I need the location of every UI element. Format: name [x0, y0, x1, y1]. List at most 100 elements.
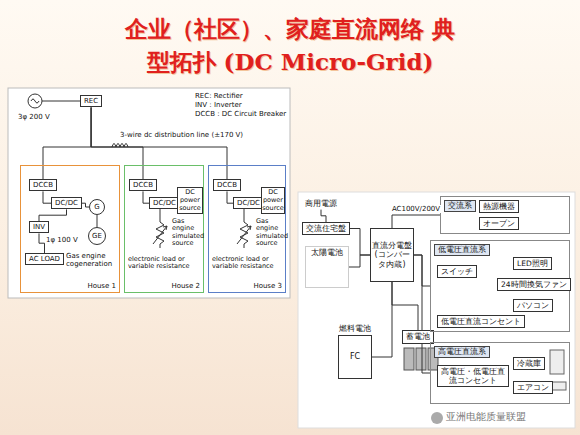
- house-region: House 1 DCCB DC/DC INV AC LOAD G GE: [20, 165, 120, 293]
- device-box: 交流住宅盤: [302, 222, 350, 235]
- node-text: DC power source: [179, 189, 201, 212]
- device-box: DCCB: [129, 179, 157, 191]
- annotation-label: 3-wire dc distribution line (±170 V): [120, 131, 243, 139]
- node-text: スイッチ: [441, 267, 473, 276]
- device-box: DCCB: [29, 179, 57, 191]
- device-box: DC/DC: [149, 197, 180, 209]
- slide-title: 企业（社区）、家庭直流网络 典型拓扑 (DC Micro-Grid): [115, 12, 465, 78]
- node-text: DC/DC: [153, 199, 176, 207]
- device-box: INV: [29, 221, 49, 233]
- node-text: エアコン: [517, 383, 549, 392]
- node-text: 太陽電池: [311, 248, 343, 258]
- node-text: DC power source: [262, 189, 284, 212]
- node-text: INV: [33, 223, 45, 231]
- machine-circle: GE: [88, 227, 106, 245]
- device-box: スイッチ: [437, 265, 477, 278]
- source-wire: [42, 101, 80, 102]
- ac-source-symbol: [28, 94, 42, 108]
- node-text: オーブン: [483, 219, 515, 228]
- source-node: 商用電源: [302, 198, 340, 210]
- annotation-label: 3φ 200 V: [18, 113, 50, 121]
- device-box: DCCB: [213, 179, 241, 191]
- inductor-symbol: [112, 144, 128, 148]
- node-heading: House 1: [87, 282, 116, 290]
- device-box: LED照明: [513, 257, 552, 270]
- system-region: 低電圧直流系スイッチ LED照明 24時間換気ファンパソコン低電圧直流コンセント: [430, 240, 570, 332]
- node-heading: 低電圧直流系: [434, 244, 490, 256]
- node-text: 24時間換気ファン: [501, 280, 567, 289]
- wire-connector: [372, 282, 392, 357]
- wire-connector: [414, 255, 430, 373]
- node-text: REC: [84, 97, 98, 105]
- wire-connector: [82, 203, 89, 207]
- device-box: 熱源機器: [479, 200, 519, 213]
- node-text: 蓄電池: [406, 332, 430, 342]
- node-heading: House 3: [253, 282, 282, 290]
- wire-connector: [39, 233, 45, 253]
- device-box: REC: [80, 95, 102, 107]
- load-wire: [244, 209, 245, 222]
- annotation-label: 1φ 100 V: [46, 236, 78, 244]
- variable-arrow: [237, 226, 251, 244]
- wire-connector: [43, 107, 91, 179]
- node-text: パソコン: [517, 301, 549, 310]
- device-box: DC/DC: [233, 197, 264, 209]
- device-box: エアコン: [513, 381, 553, 394]
- node-heading: 高電圧直流系: [434, 346, 490, 358]
- watermark: 亚洲电能质量联盟: [446, 411, 526, 423]
- device-box: DC/DC: [51, 197, 82, 209]
- wire-connector: [350, 229, 370, 256]
- wire-connector: [43, 191, 51, 203]
- wire-connector: [392, 215, 440, 228]
- device-box: 冷蔵庫: [513, 357, 545, 370]
- left-panel: [8, 88, 290, 298]
- node-heading: 燃料電池: [339, 324, 371, 334]
- device-box: DC power source: [261, 187, 285, 214]
- node-text: 冷蔵庫: [517, 359, 541, 368]
- load-wire: [160, 209, 161, 222]
- device-box: 高電圧・低電圧直流コンセント: [437, 365, 509, 387]
- node-text: 直流分電盤 (コンバータ内蔵): [372, 241, 412, 270]
- variable-arrow: [153, 226, 167, 244]
- ac-source-wave: [31, 99, 39, 103]
- fuel-cell-box: 燃料電池FC: [338, 335, 372, 379]
- node-text: 商用電源: [305, 199, 337, 209]
- node-heading: House 2: [171, 282, 200, 290]
- wire-connector: [349, 255, 370, 267]
- machine-circle: G: [89, 199, 105, 215]
- node-text: FC: [350, 352, 360, 362]
- wire-connector: [91, 107, 227, 179]
- node-text: DCCB: [133, 181, 153, 189]
- node-text: AC LOAD: [29, 255, 60, 263]
- node-text: DCCB: [33, 181, 53, 189]
- wire-connector: [392, 282, 418, 330]
- annotation-label: Gas engine simulated source: [256, 218, 285, 248]
- annotation-label: DCCB : DC Circuit Breaker: [195, 110, 286, 118]
- device-box: AC LOAD: [25, 253, 64, 265]
- annotation-label: INV : Inverter: [195, 101, 242, 109]
- device-box: DC power source: [177, 187, 203, 214]
- system-region: 交流系熱源機器オーブン: [440, 196, 570, 234]
- solar-panel-box: 太陽電池: [305, 246, 349, 288]
- wire-connector: [321, 210, 326, 222]
- annotation-label: electronic load or variable resistance: [128, 256, 200, 271]
- battery-drawing: [404, 348, 414, 370]
- node-heading: 交流系: [444, 200, 476, 212]
- node-text: 交流住宅盤: [306, 224, 346, 233]
- device-box: オーブン: [479, 217, 519, 230]
- node-text: DC/DC: [237, 199, 260, 207]
- system-region: 高電圧直流系冷蔵庫エアコン 高電圧・低電圧直流コンセント: [430, 342, 570, 404]
- node-text: 低電圧直流コンセント: [441, 317, 521, 326]
- node-text: DCCB: [217, 181, 237, 189]
- battery-drawing: [416, 348, 426, 370]
- fridge-drawing: [550, 350, 564, 374]
- wire-connector: [91, 107, 143, 179]
- node-text: GE: [92, 232, 102, 240]
- node-text: G: [94, 203, 99, 211]
- annotation-label: electronic load or variable resistance: [212, 256, 282, 271]
- wire-connector: [39, 209, 67, 221]
- node-text: 高電圧・低電圧直流コンセント: [439, 367, 507, 385]
- node-text: DC/DC: [55, 199, 78, 207]
- node-text: 熱源機器: [483, 202, 515, 211]
- device-box: 直流分電盤 (コンバータ内蔵): [370, 228, 414, 282]
